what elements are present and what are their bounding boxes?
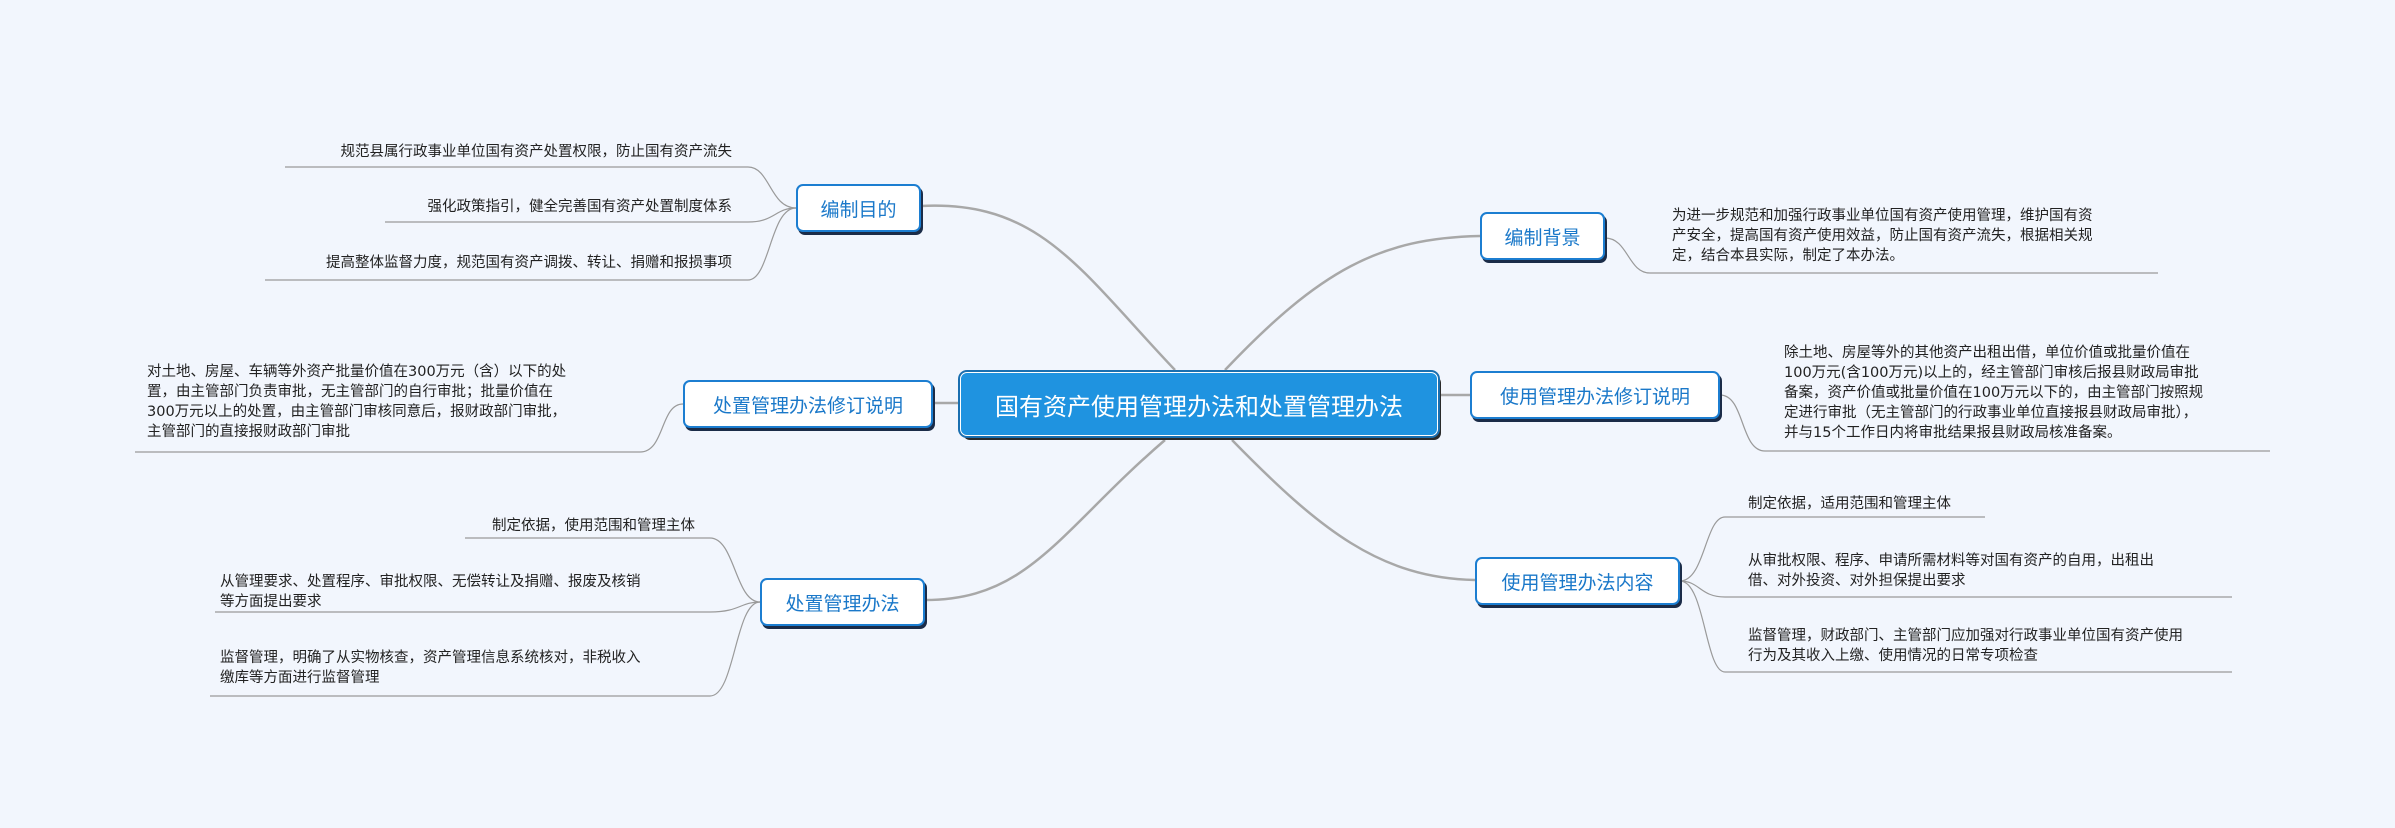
leaf-line: 为进一步规范和加强行政事业单位国有资产使用管理，维护国有资 <box>1672 208 2093 224</box>
leaf-czbf-1: 制定依据，使用范围和管理主体 <box>492 516 695 536</box>
leaf-bzmd-1: 规范县属行政事业单位国有资产处置权限，防止国有资产流失 <box>341 142 733 162</box>
leaf-line: 行为及其收入上缴、使用情况的日常专项检查 <box>1748 648 2038 664</box>
leaf-link-czbf-3 <box>210 601 761 697</box>
leaf-link-synr-3 <box>1679 580 2232 673</box>
leaf-line: 制定依据，适用范围和管理主体 <box>1748 496 1951 512</box>
leaf-line: 定进行审批（无主管部门的行政事业单位直接报县财政局审批）， <box>1784 405 2198 421</box>
leaf-link-czbf-1 <box>465 537 761 603</box>
leaf-link-synr-2 <box>1679 580 2232 598</box>
leaf-line: 提高整体监督力度，规范国有资产调拨、转让、捐赠和报损事项 <box>326 255 732 271</box>
branch-shiyong-xiuding[interactable]: 使用管理办法修订说明 <box>1470 371 1720 419</box>
branch-bianzhi-mudi[interactable]: 编制目的 <box>796 184 921 232</box>
leaf-syxd-1: 除土地、房屋等外的其他资产出租出借，单位价值或批量价值在 100万元(含100万… <box>1784 343 2203 443</box>
central-topic[interactable]: 国有资产使用管理办法和处置管理办法 <box>960 372 1438 436</box>
branch-label: 使用管理办法修订说明 <box>1499 385 1690 408</box>
leaf-line: 强化政策指引，健全完善国有资产处置制度体系 <box>427 199 733 215</box>
leaf-line: 从审批权限、程序、申请所需材料等对国有资产的自用，出租出 <box>1748 553 2154 569</box>
link-bzbj <box>1224 234 1481 371</box>
leaf-line: 定，结合本县实际，制定了本办法。 <box>1672 248 1904 264</box>
leaf-czbf-3: 监督管理，明确了从实物核查，资产管理信息系统核对，非税收入 缴库等方面进行监督管… <box>220 648 641 688</box>
branch-chuzhi-xiuding[interactable]: 处置管理办法修订说明 <box>683 380 933 428</box>
leaf-link-synr-1 <box>1679 516 1985 582</box>
central-topic-label: 国有资产使用管理办法和处置管理办法 <box>995 392 1403 421</box>
leaf-line: 置，由主管部门负责审批，无主管部门的自行审批；批量价值在 <box>147 384 553 400</box>
leaf-synr-1: 制定依据，适用范围和管理主体 <box>1748 494 1951 514</box>
link-czbf <box>924 439 1166 602</box>
leaf-link-bzmd-3 <box>265 207 797 281</box>
link-bzmd <box>920 204 1176 371</box>
leaf-line: 300万元以上的处置，由主管部门审核同意后，报财政部门审批， <box>147 404 567 420</box>
leaf-line: 从管理要求、处置程序、审批权限、无偿转让及捐赠、报废及核销 <box>220 574 641 590</box>
leaf-link-bzbj-1 <box>1604 237 2158 274</box>
leaf-line: 规范县属行政事业单位国有资产处置权限，防止国有资产流失 <box>340 144 733 160</box>
leaf-bzmd-3: 提高整体监督力度，规范国有资产调拨、转让、捐赠和报损事项 <box>326 253 732 273</box>
leaf-line: 并与15个工作日内将审批结果报县财政局核准备案。 <box>1784 425 2122 441</box>
leaf-line: 等方面提出要求 <box>220 594 322 610</box>
branch-label: 编制目的 <box>820 198 897 221</box>
leaf-line: 对土地、房屋、车辆等外资产批量价值在300万元（含）以下的处 <box>147 364 567 380</box>
leaf-line: 监督管理，财政部门、主管部门应加强对行政事业单位国有资产使用 <box>1748 628 2183 644</box>
leaf-line: 缴库等方面进行监督管理 <box>220 670 380 686</box>
leaf-line: 产安全，提高国有资产使用效益，防止国有资产流失，根据相关规 <box>1672 228 2093 244</box>
leaf-bzmd-2: 强化政策指引，健全完善国有资产处置制度体系 <box>428 197 733 217</box>
leaf-link-syxd-1 <box>1719 394 2270 452</box>
branch-label: 处置管理办法修订说明 <box>712 394 903 417</box>
leaf-line: 借、对外投资、对外担保提出要求 <box>1748 573 1966 589</box>
leaf-synr-2: 从审批权限、程序、申请所需材料等对国有资产的自用，出租出 借、对外投资、对外担保… <box>1748 551 2154 591</box>
leaf-synr-3: 监督管理，财政部门、主管部门应加强对行政事业单位国有资产使用 行为及其收入上缴、… <box>1748 626 2183 666</box>
link-synr <box>1231 439 1476 582</box>
leaf-link-bzmd-2 <box>385 207 797 223</box>
leaf-link-bzmd-1 <box>285 166 797 209</box>
leaf-line: 主管部门的直接报财政部门审批 <box>147 424 350 440</box>
branch-chuzhi-banfa[interactable]: 处置管理办法 <box>760 578 925 626</box>
branch-bianzhi-beijing[interactable]: 编制背景 <box>1480 212 1605 260</box>
leaf-line: 备案，资产价值或批量价值在100万元以下的，由主管部门按照规 <box>1784 385 2204 401</box>
leaf-link-czxd-1 <box>135 403 684 453</box>
branch-shiyong-neirong[interactable]: 使用管理办法内容 <box>1475 557 1680 605</box>
leaf-bzbj-1: 为进一步规范和加强行政事业单位国有资产使用管理，维护国有资 产安全，提高国有资产… <box>1672 206 2093 266</box>
leaf-line: 制定依据，使用范围和管理主体 <box>492 518 695 534</box>
leaf-link-czbf-2 <box>215 601 761 613</box>
branch-label: 编制背景 <box>1504 226 1581 249</box>
leaf-czbf-2: 从管理要求、处置程序、审批权限、无偿转让及捐赠、报废及核销 等方面提出要求 <box>220 572 641 612</box>
branch-label: 使用管理办法内容 <box>1501 571 1654 594</box>
leaf-czxd-1: 对土地、房屋、车辆等外资产批量价值在300万元（含）以下的处 置，由主管部门负责… <box>147 362 566 442</box>
leaf-line: 监督管理，明确了从实物核查，资产管理信息系统核对，非税收入 <box>220 650 641 666</box>
leaf-line: 100万元(含100万元)以上的，经主管部门审核后报县财政局审批 <box>1784 365 2199 381</box>
branch-label: 处置管理办法 <box>785 592 900 615</box>
leaf-line: 除土地、房屋等外的其他资产出租出借，单位价值或批量价值在 <box>1784 345 2190 361</box>
